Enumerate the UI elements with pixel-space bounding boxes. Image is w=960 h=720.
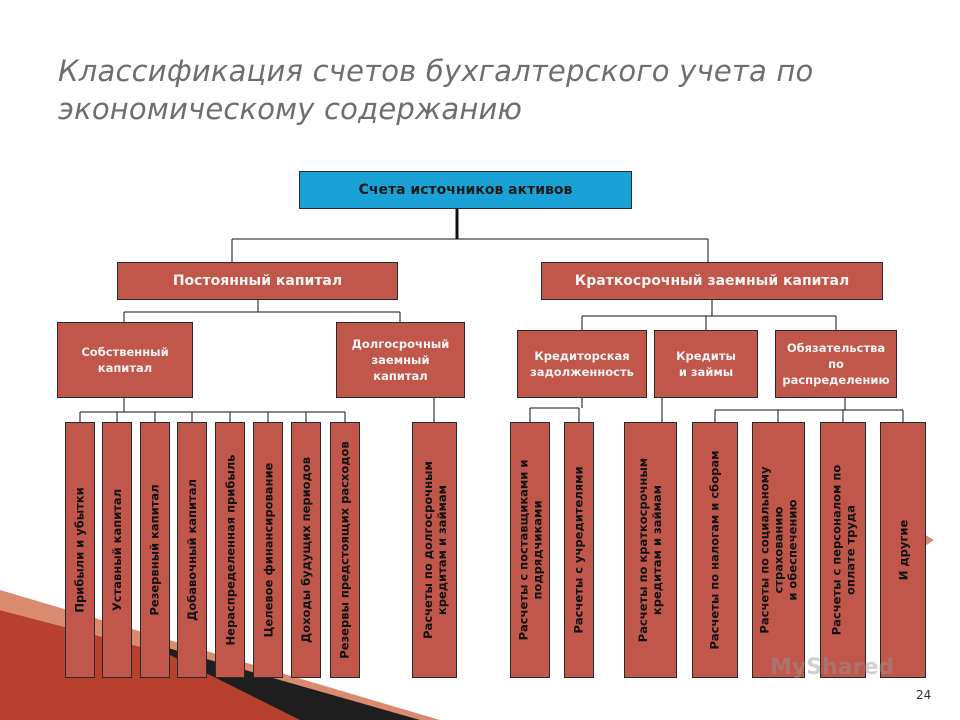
watermark-logo: MyShared [770,655,895,680]
credits-loans-node: Кредиты и займы [654,330,758,398]
leaf-retained-earnings: Нераспределенная прибыль [215,422,245,678]
permanent-capital-label: Постоянный капитал [172,273,343,289]
leaf-charter-capital-label: Уставный капитал [110,488,124,612]
credits-loans-label: Кредиты и займы [676,349,736,379]
leaf-profit-loss: Прибыли и убытки [65,422,95,678]
page-title: Классификация счетов бухгалтерского учет… [58,54,814,126]
leaf-additional-capital: Добавочный капитал [177,422,207,678]
leaf-charter-capital: Уставный капитал [102,422,132,678]
leaf-expense-reserves: Резервы предстоящих расходов [330,422,360,678]
bottom-left-stripe-dark [140,640,420,720]
long-term-borrowed-node: Долгосрочный заемный капитал [336,322,465,398]
own-capital-node: Собственный капитал [57,322,193,398]
leaf-others: И другие [880,422,926,678]
leaf-target-financing-label: Целевое финансирование [261,462,276,638]
root-label: Счета источников активов [358,182,573,198]
distribution-obligations-label: Обязательства по распределению [782,341,890,387]
leaf-short-term-loans: Расчеты по краткосрочным кредитам и займ… [624,422,677,678]
leaf-deferred-income: Доходы будущих периодов [291,422,321,678]
leaf-reserve-capital-label: Резервный капитал [148,484,163,616]
leaf-suppliers: Расчеты с поставщиками и подрядчиками [510,422,550,678]
leaf-founders: Расчеты с учредителями [564,422,594,678]
leaf-expense-reserves-label: Резервы предстоящих расходов [338,441,353,659]
own-capital-label: Собственный капитал [81,345,169,375]
leaf-short-term-loans-label: Расчеты по краткосрочным кредитам и займ… [636,457,665,643]
leaf-profit-loss-label: Прибыли и убытки [73,487,87,613]
leaf-taxes: Расчеты по налогам и сборам [692,422,738,678]
leaf-personnel-label: Расчеты с персоналом по оплате труда [829,464,858,636]
distribution-obligations-node: Обязательства по распределению [775,330,897,398]
leaf-target-financing: Целевое финансирование [253,422,283,678]
leaf-taxes-label: Расчеты по налогам и сборам [708,450,722,650]
long-term-borrowed-label: Долгосрочный заемный капитал [351,337,450,383]
short-term-capital-node: Краткосрочный заемный капитал [541,262,883,300]
leaf-additional-capital-label: Добавочный капитал [185,479,199,621]
payables-label: Кредиторская задолженность [530,349,634,379]
leaf-suppliers-label: Расчеты с поставщиками и подрядчиками [516,459,544,641]
leaf-social-insurance: Расчеты по социальному страхованию и обе… [752,422,805,678]
permanent-capital-node: Постоянный капитал [117,262,398,300]
leaf-retained-earnings-label: Нераспределенная прибыль [223,454,238,646]
short-term-capital-label: Краткосрочный заемный капитал [574,273,850,289]
leaf-personnel: Расчеты с персоналом по оплате труда [820,422,866,678]
payables-node: Кредиторская задолженность [517,330,647,398]
leaf-others-label: И другие [896,519,911,581]
leaf-deferred-income-label: Доходы будущих периодов [299,456,313,644]
root-node: Счета источников активов [299,171,632,209]
page-number: 24 [916,688,932,702]
leaf-founders-label: Расчеты с учредителями [572,466,586,634]
leaf-long-term-loans-label: Расчеты по долгосрочным кредитам и займа… [420,461,449,639]
leaf-social-insurance-label: Расчеты по социальному страхованию и обе… [757,466,800,634]
leaf-reserve-capital: Резервный капитал [140,422,170,678]
leaf-long-term-loans: Расчеты по долгосрочным кредитам и займа… [412,422,457,678]
